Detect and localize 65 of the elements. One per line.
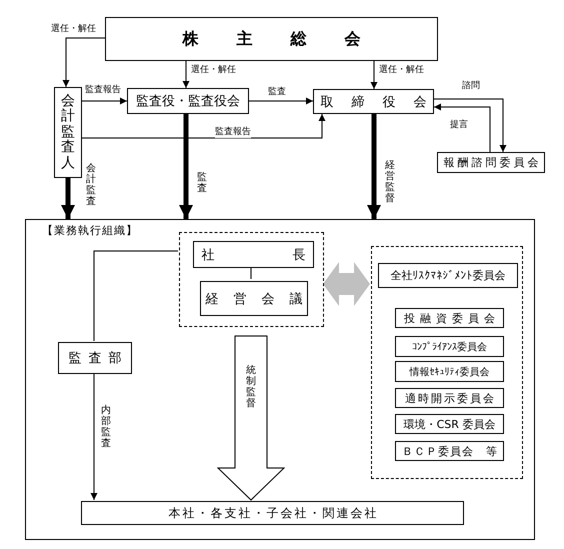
org-box [395,308,504,328]
box-label: 監査部 [68,350,128,367]
org-box [193,241,314,268]
dashed-group-frame [179,232,324,327]
edge-label: 経営監督 [385,160,395,204]
edge-label: 監査報告 [215,128,251,138]
box-label: 取締役会 [320,94,444,110]
org-box [437,152,545,173]
block-arrow [216,336,286,501]
org-box [395,336,504,357]
edge-label: 諮問 [462,82,480,92]
box-label: 会計監査人 [61,94,75,171]
org-box [395,361,504,382]
meeting-box [105,17,438,61]
dashed-group-frame [371,246,523,479]
edge-label: 選任・解任 [51,25,96,35]
edge-label: 監査 [197,172,207,194]
box-label: 本社・各支社・子会社・関連会社 [168,504,378,522]
group-heading: 【業務執行組織】 [42,223,138,238]
edge-label: 統制監督 [246,365,256,409]
box-label: 投融資委員会 [403,310,500,326]
org-box [313,89,434,114]
box-label: 適時開示委員会 [404,390,496,406]
org-box [200,281,308,316]
box-label: ｺﾝﾌﾟﾗｲｱﾝｽ委員会 [412,340,487,354]
arrow [82,114,326,138]
connector-line [94,250,178,342]
box-label: 株主総会 [181,28,398,50]
arrow [61,178,75,219]
box-label: 報酬諮問委員会 [442,155,542,170]
arrow [434,104,490,152]
org-box [378,263,518,288]
org-box [395,414,504,434]
box-label: 環境・CSR 委員会 [404,416,496,432]
edge-label: 監査報告 [85,86,121,96]
box-label: 情報ｾｷｭﾘﾃｨ委員会 [410,366,490,378]
box-label: 経営会議 [204,290,318,308]
box-label: ＢＣＰ委員会 等 [401,444,498,458]
arrow [182,60,190,88]
edge-label: 内部監査 [101,405,111,449]
org-box [81,501,464,525]
connector-line [250,266,252,280]
box-label: 監査役・監査役会 [136,93,240,110]
arrow [82,98,128,104]
edge-label: 会計監査 [86,163,96,207]
org-box [395,388,504,408]
org-box [127,88,249,114]
arrow [370,60,378,90]
edge-label: 選任・解任 [379,66,424,76]
arrow [367,114,381,219]
box-label: 全社ﾘｽｸﾏﾈｼﾞﾒﾝﾄ委員会 [390,268,506,283]
block-arrow [323,262,370,306]
org-box [54,87,82,178]
org-box [58,342,132,374]
box-label: 社長 [200,246,384,264]
arrow [90,372,98,500]
arrow [179,114,193,219]
organization-frame [25,219,535,540]
arrow [62,38,106,88]
org-box [395,441,504,461]
edge-label: 監査 [268,88,286,98]
edge-label: 選任・解任 [191,66,236,76]
arrow [434,98,506,152]
edge-label: 提言 [450,121,468,131]
arrow [248,98,314,104]
